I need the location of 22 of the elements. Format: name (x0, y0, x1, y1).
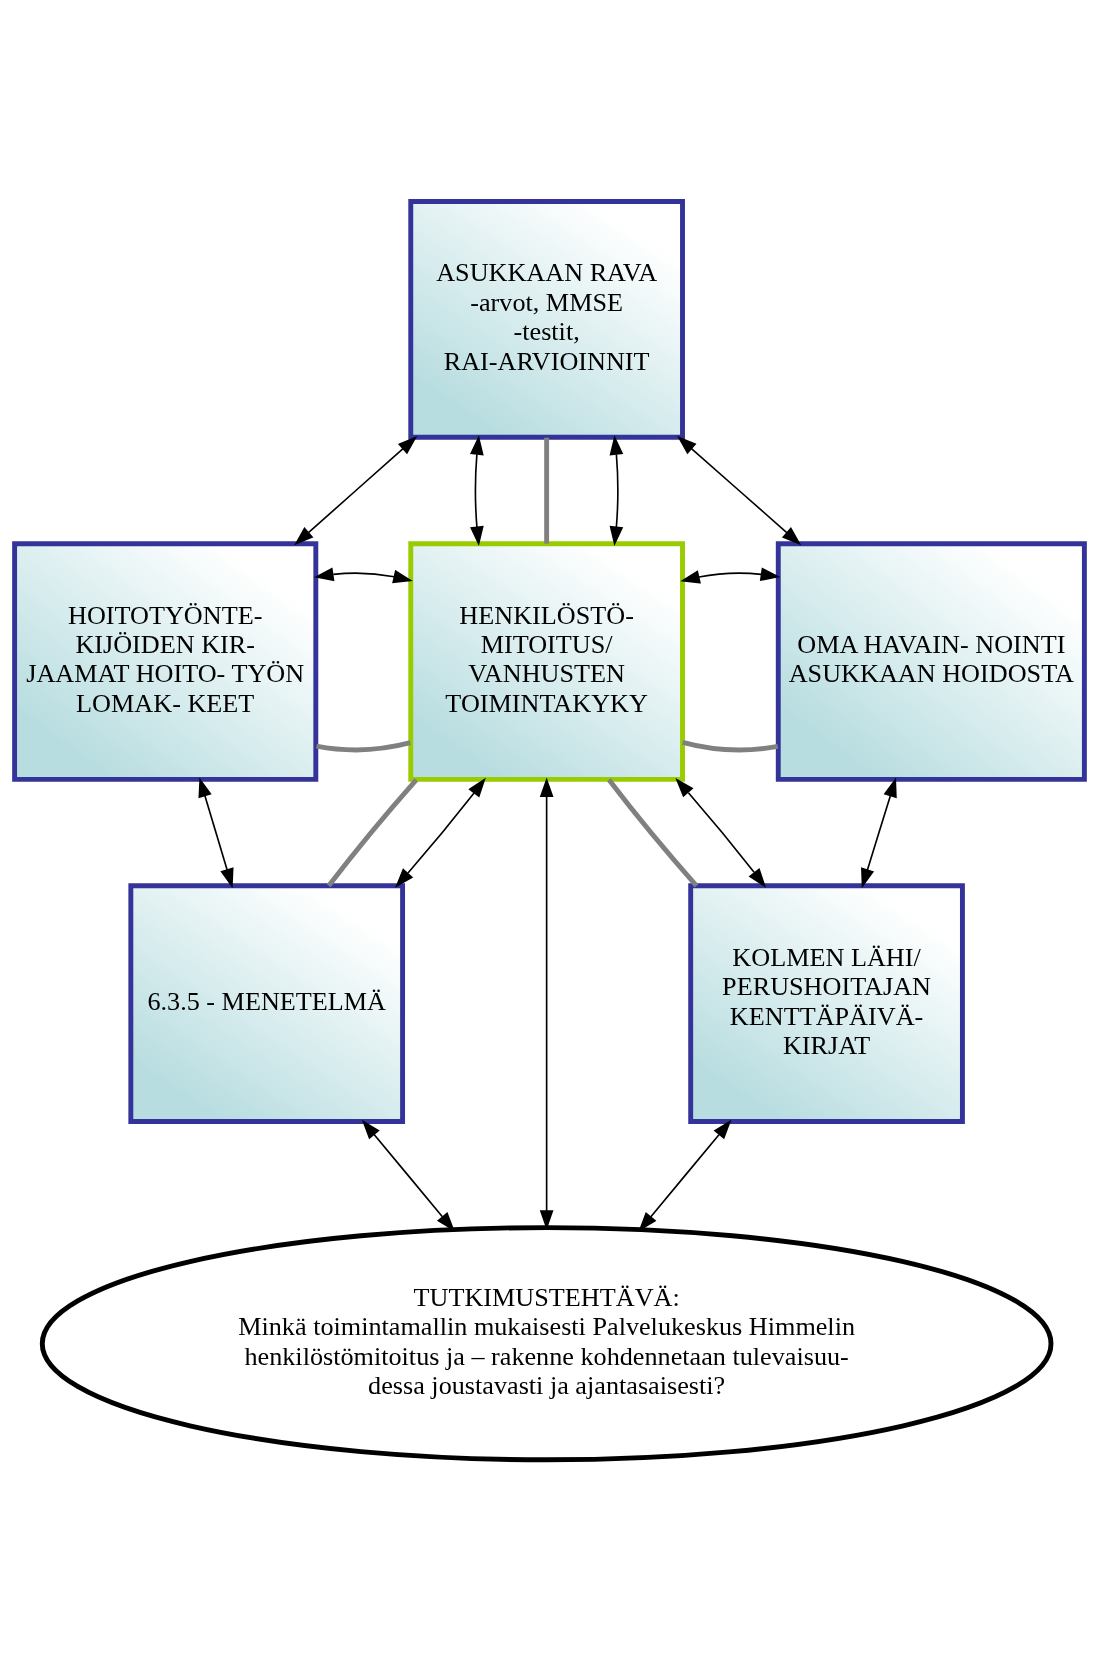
node-box: HENKILÖSTÖ- MITOITUS/ VANHUSTEN TOIMINTAKYKY (408, 540, 685, 782)
arrow (861, 776, 897, 888)
arrow (677, 435, 802, 545)
node-box: OMA HAVAIN- NOINTI ASUKKAAN HOIDOSTA (775, 540, 1087, 782)
connector (607, 777, 699, 887)
arrow (314, 567, 413, 583)
connector (544, 437, 550, 544)
arrow (609, 434, 624, 546)
node-box: ASUKKAAN RAVA -arvot, MMSE -testit, RAI-ARVIOINNIT (408, 198, 685, 440)
arrow (680, 566, 781, 584)
arrow (675, 777, 767, 888)
connector (316, 739, 411, 752)
node-box: 6.3.5 - MENETELMÄ (128, 882, 406, 1124)
arrow (395, 777, 486, 888)
arrow (470, 434, 484, 546)
node-ellipse: TUTKIMUSTEHTÄVÄ: Minkä toimintamallin mukaisesti Palvelukeskus Himmelin henkilöstömitoitus ja – rakenne kohdennetaan tulevaisuu- dessa joustavasti ja ajantasaisesti? (39, 1224, 1054, 1462)
arrow (198, 776, 234, 888)
connector (682, 739, 779, 752)
connector (326, 777, 419, 887)
node-box: HOITOTYÖNTE- KIJÖIDEN KIR- JAAMAT HOITO- TYÖN LOMAK- KEET (12, 540, 319, 782)
node-box: KOLMEN LÄHI/ PERUSHOITAJAN KENTTÄPÄIVÄ- KIRJAT (688, 882, 965, 1124)
arrow (294, 435, 418, 545)
